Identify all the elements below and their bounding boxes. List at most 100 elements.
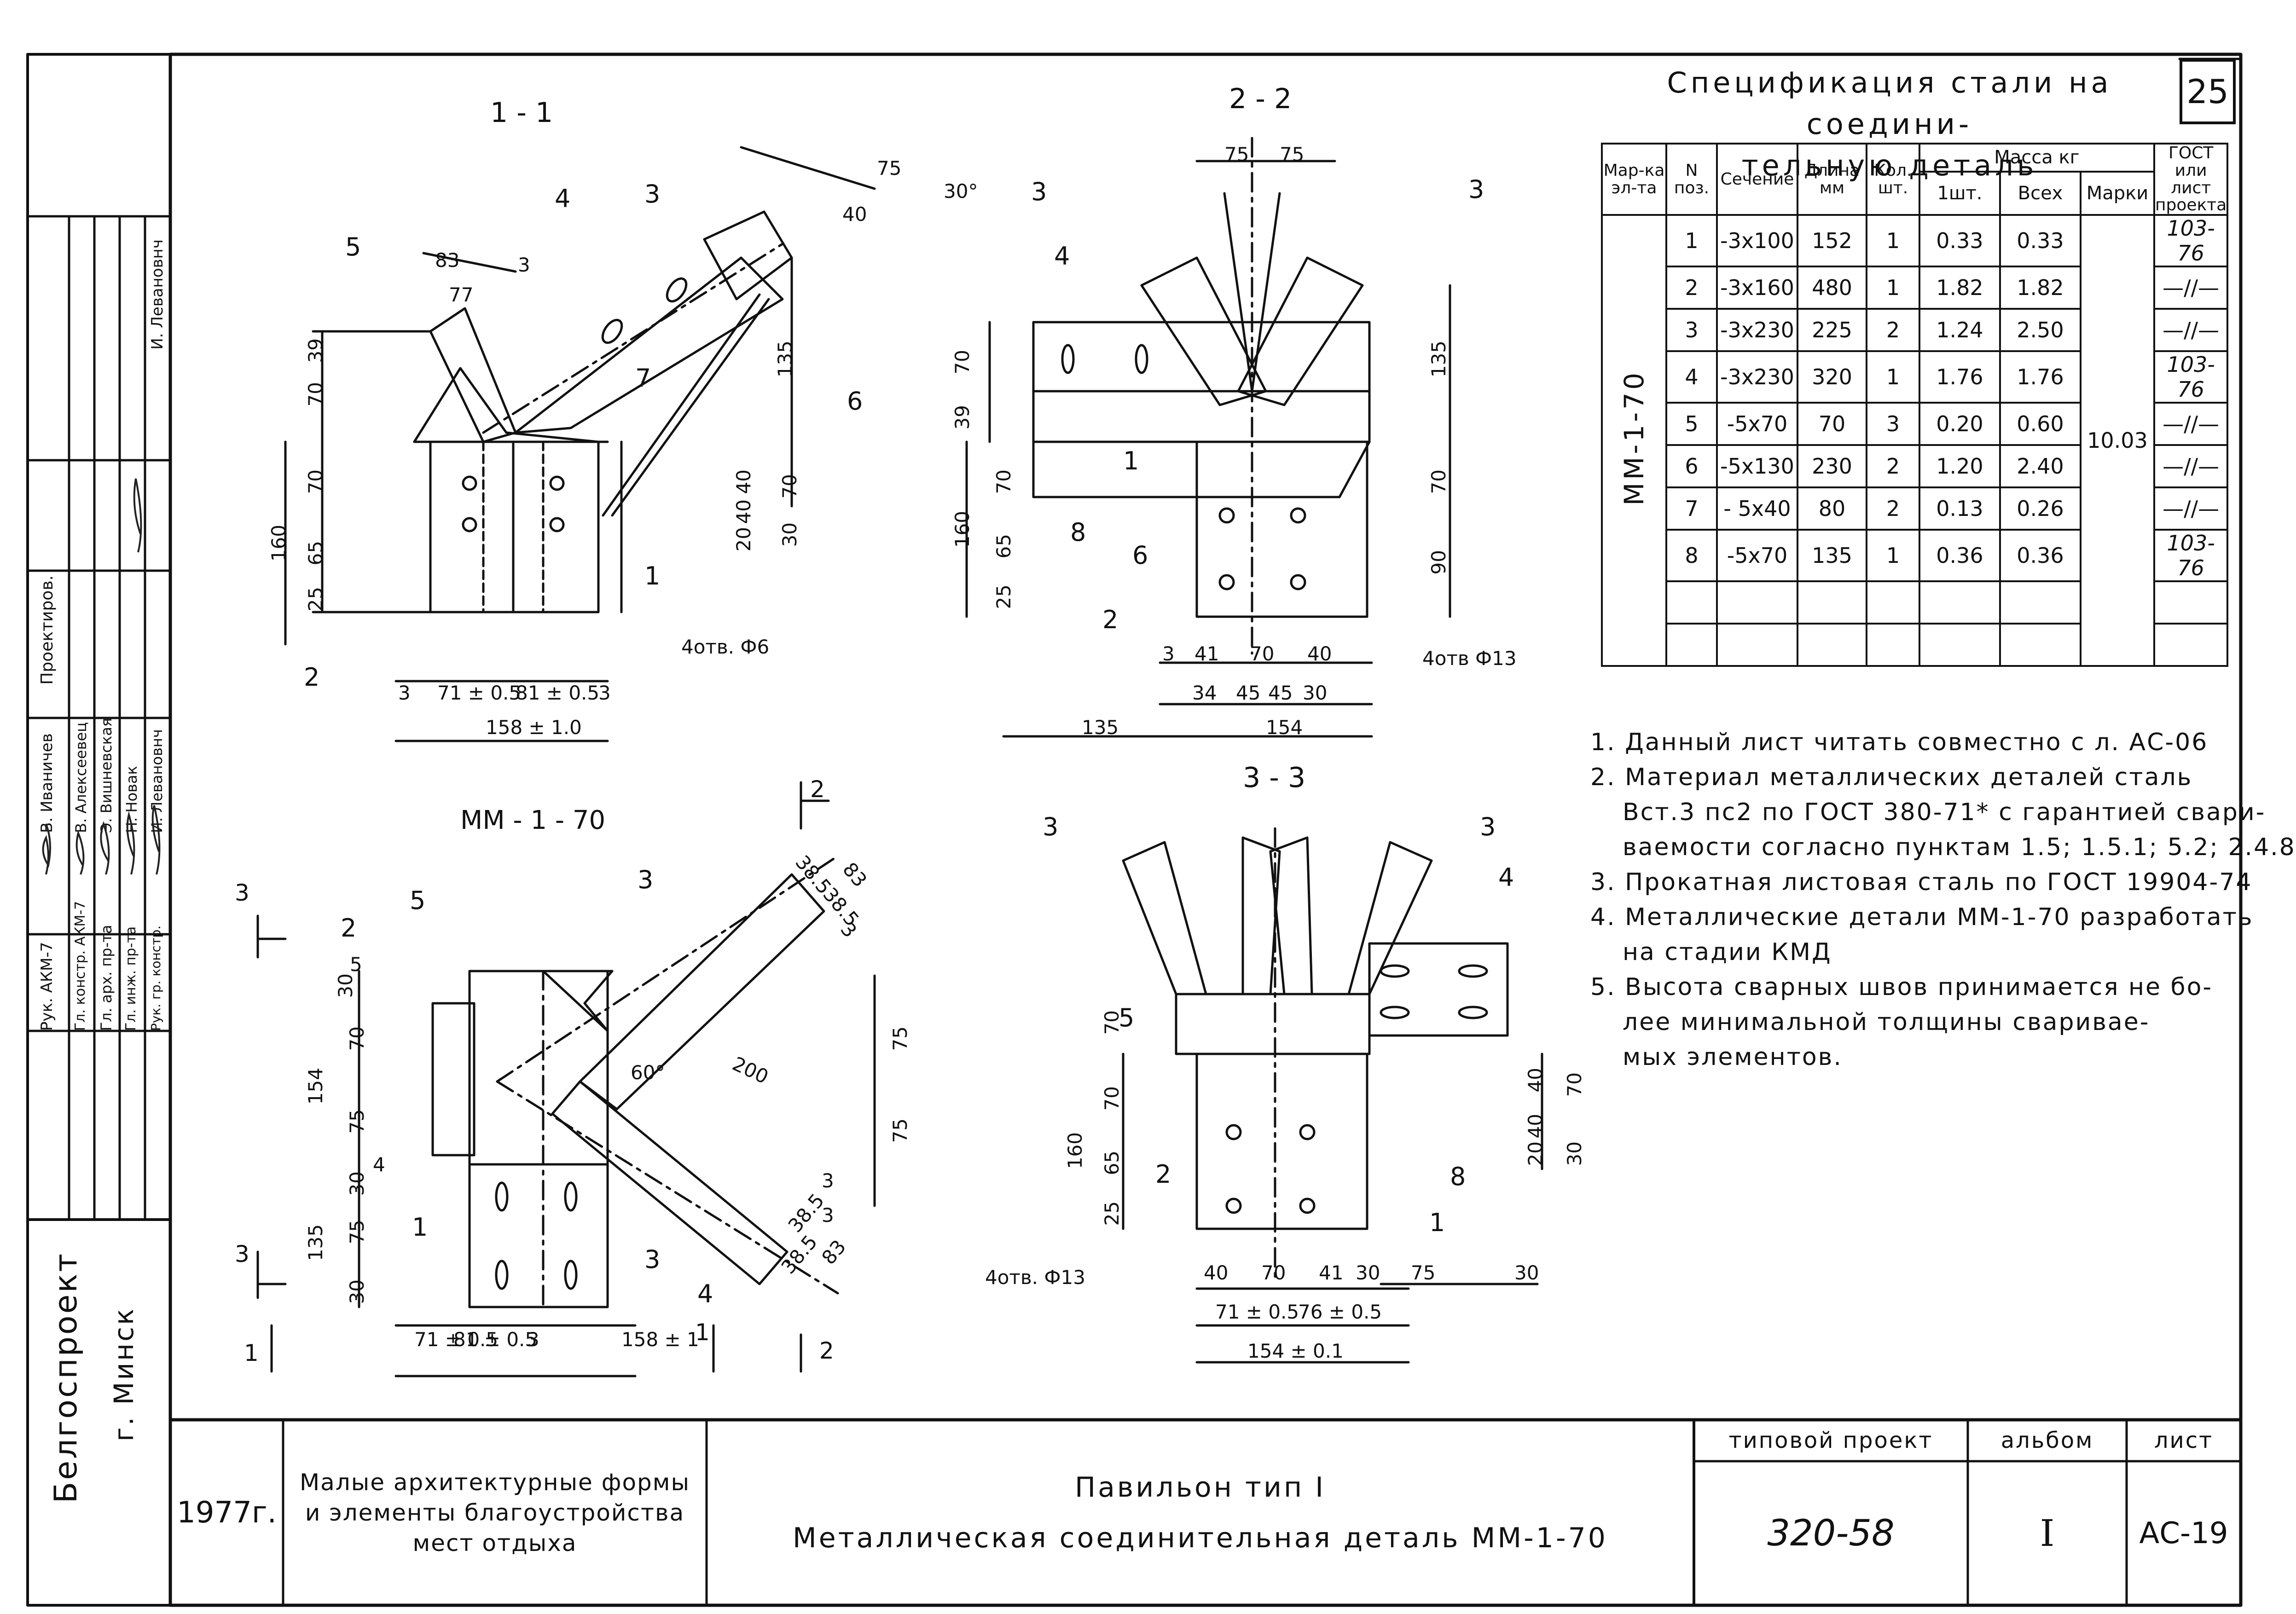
view-2-2-geometry	[965, 137, 1451, 738]
table-row: ММ-1-70 1 -3x100 152 1 0.33 0.33 10.03 1…	[1601, 214, 2229, 667]
callout: 4	[697, 1279, 713, 1308]
dim: 83	[435, 249, 460, 272]
dim: 135	[1427, 341, 1450, 378]
dim: 4отв. Ф13	[985, 1266, 1085, 1289]
dim: 70	[951, 350, 974, 375]
dim: 3	[598, 682, 611, 704]
callout: 5	[345, 232, 361, 261]
section-mark: 2	[810, 776, 825, 803]
dim: 30	[1303, 682, 1328, 704]
cell-mass-one: 1.82	[1919, 266, 2001, 310]
cell-length: 480	[1797, 266, 1867, 310]
cell-mass-all: 1.82	[1999, 266, 2081, 310]
header-qty: Кол. шт.	[1866, 142, 1920, 216]
dim: 70	[992, 469, 1015, 494]
cell-length: 70	[1797, 402, 1867, 446]
cell-mark-mass: 10.03	[2080, 214, 2155, 667]
callout: 3	[1468, 175, 1484, 204]
table-row: 2 -3x160 480 1 1.82 1.82 —//—	[1602, 266, 2229, 310]
cell-pos: 5	[1665, 402, 1718, 446]
dim: 20	[1524, 1141, 1547, 1166]
view-title-1-1: 1 - 1	[490, 97, 553, 129]
cell-gost: —//—	[2153, 402, 2229, 446]
note-line: на стадии КМД	[1623, 938, 1832, 966]
dim: 40	[1204, 1261, 1229, 1284]
cell-mass-all: 0.60	[1999, 402, 2081, 446]
dim: 154	[1266, 716, 1303, 739]
dim: 75	[889, 1118, 911, 1143]
dim: 154 ± 0.1	[1247, 1340, 1344, 1362]
callout: 8	[1450, 1162, 1466, 1191]
object-name-line-1: Павильон тип I	[1075, 1471, 1326, 1504]
cell-gost: 103-76	[2153, 529, 2229, 583]
title-object: Павильон тип I Металлическая соединитель…	[707, 1420, 1694, 1605]
cell-pos: 7	[1665, 486, 1718, 531]
cell-qty: 1	[1866, 350, 1920, 404]
callout: 8	[1070, 518, 1086, 547]
album-name-line-3: мест отдыха	[412, 1529, 577, 1556]
dim: 3	[398, 682, 411, 704]
dim: 81 ± 0.5	[453, 1328, 538, 1351]
cell-pos: 6	[1665, 444, 1718, 489]
dim: 30	[346, 1171, 368, 1196]
callout: 6	[847, 387, 863, 416]
cell-qty: 2	[1866, 308, 1920, 353]
cell-gost: —//—	[2153, 308, 2229, 353]
dim: 45	[1268, 682, 1293, 704]
view-3-3-geometry	[1122, 827, 1543, 1364]
dim: 41	[1194, 642, 1219, 665]
dim: 90	[1427, 550, 1450, 575]
spec-title-line-1: Спецификация стали на соедини-	[1667, 66, 2112, 141]
cell-gost: —//—	[2153, 266, 2229, 310]
callout: 1	[1429, 1208, 1445, 1237]
dim: 30	[1514, 1261, 1539, 1284]
dim: 41	[1319, 1261, 1344, 1284]
section-mark: 1	[695, 1319, 710, 1346]
note-line: 3. Прокатная листовая сталь по ГОСТ 1990…	[1590, 868, 2253, 896]
cell-mass-one: 0.20	[1919, 402, 2001, 446]
view-mm-1-70-geometry	[256, 781, 876, 1377]
dim: 135	[1082, 716, 1119, 739]
dim: 71 ± 0.5	[437, 682, 522, 704]
signature-5	[151, 805, 161, 875]
cell-mass-one: 1.24	[1919, 308, 2001, 353]
callout: 5	[1119, 1003, 1135, 1032]
cell-qty: 1	[1866, 529, 1920, 583]
cell-mass-one: 0.13	[1919, 486, 2001, 531]
callout: 1	[1123, 446, 1139, 475]
cell-mass-all: 0.26	[1999, 486, 2081, 531]
cell-qty: 3	[1866, 402, 1920, 446]
album-label: альбом	[2000, 1428, 2094, 1453]
cell-pos: 4	[1665, 350, 1718, 404]
dim: 77	[449, 283, 474, 306]
dim: 40	[842, 203, 867, 226]
callout: 1	[644, 561, 661, 590]
table-row: 4 -3x230 320 1 1.76 1.76 103-76	[1602, 350, 2229, 404]
dim: 135	[304, 1224, 327, 1261]
note-line: 2. Материал металлических деталей сталь	[1590, 764, 2193, 791]
note-line: 1. Данный лист читать совместно с л. АС-…	[1590, 729, 2209, 756]
dim: 25	[304, 587, 327, 612]
dim: 30	[778, 522, 801, 547]
callout: 3	[1031, 177, 1047, 206]
drawing-frame	[168, 52, 2243, 1607]
cell-length: 80	[1797, 486, 1867, 531]
cell-mass-all: 0.36	[1999, 529, 2081, 583]
dim: 158 ± 1	[621, 1328, 699, 1351]
dim: 154	[304, 1068, 327, 1105]
table-row: 5 -5x70 70 3 0.20 0.60 —//—	[1602, 402, 2229, 446]
cell-section: -3x100	[1716, 214, 1798, 268]
note-line: ваемости согласно пунктам 1.5; 1.5.1; 5.…	[1623, 833, 2296, 861]
dim: 39	[304, 338, 327, 363]
title-album-name: Малые архитектурные формы и элементы бла…	[283, 1420, 707, 1605]
dim: 75	[346, 1109, 368, 1134]
sheet-number: 25	[2180, 59, 2236, 124]
cell-mass-one: 0.36	[1919, 529, 2001, 583]
sheet-label: лист	[2154, 1428, 2214, 1453]
signature-1	[42, 823, 51, 875]
signature-designer	[133, 478, 142, 553]
callout: 3	[644, 179, 661, 208]
spec-table: Мар-ка эл-та N поз. Сечение Длина мм Кол…	[1601, 142, 2229, 667]
signature-3	[100, 821, 110, 875]
